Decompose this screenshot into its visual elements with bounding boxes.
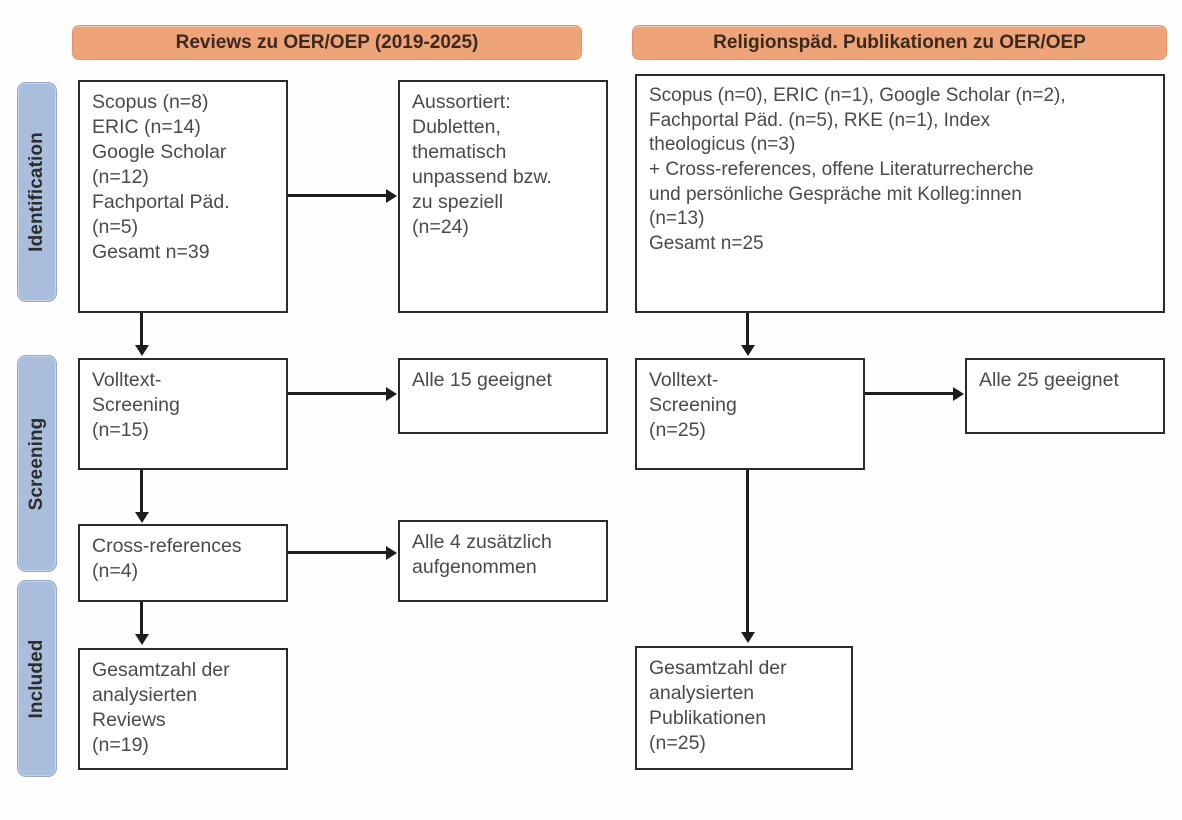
arrow-left-sources-to-fulltext	[134, 345, 149, 356]
box-right-included-total: Gesamtzahl der analysierten Publikatione…	[635, 646, 853, 770]
phase-pill-included: Included	[17, 580, 57, 777]
phase-label-screening: Screening	[26, 417, 47, 510]
box-right-included-total-text: Gesamtzahl der analysierten Publikatione…	[649, 657, 787, 754]
connector-right-fulltext-to-result	[865, 392, 953, 395]
column-banner-religionspaed-label: Religionspäd. Publikationen zu OER/OEP	[713, 31, 1086, 53]
box-left-fulltext-result: Alle 15 geeignet	[398, 358, 608, 434]
box-left-sources-text: Scopus (n=8) ERIC (n=14) Google Scholar …	[92, 91, 230, 263]
box-left-crossrefs-result-text: Alle 4 zusätzlich aufgenommen	[412, 531, 552, 578]
box-left-fulltext-result-text: Alle 15 geeignet	[412, 369, 552, 391]
connector-right-sources-to-fulltext	[746, 313, 749, 347]
arrow-left-crossrefs-to-included	[134, 634, 149, 645]
connector-left-crossrefs-to-included	[140, 602, 143, 636]
box-right-fulltext-result-text: Alle 25 geeignet	[979, 369, 1119, 391]
arrow-left-fulltext-to-result	[386, 386, 397, 401]
column-banner-reviews: Reviews zu OER/OEP (2019-2025)	[72, 25, 582, 60]
arrow-right-fulltext-to-result	[953, 386, 964, 401]
connector-left-fulltext-to-crossrefs	[140, 470, 143, 514]
connector-left-fulltext-to-result	[288, 392, 386, 395]
phase-pill-identification: Identification	[17, 82, 57, 302]
box-right-sources-text: Scopus (n=0), ERIC (n=1), Google Scholar…	[649, 85, 1066, 255]
column-banner-religionspaed: Religionspäd. Publikationen zu OER/OEP	[632, 25, 1167, 60]
arrow-right-sources-to-fulltext	[740, 345, 755, 356]
connector-right-fulltext-to-included	[746, 470, 749, 634]
box-left-crossrefs-text: Cross-references (n=4)	[92, 535, 242, 582]
column-banner-reviews-label: Reviews zu OER/OEP (2019-2025)	[175, 31, 479, 53]
box-right-sources: Scopus (n=0), ERIC (n=1), Google Scholar…	[635, 74, 1165, 313]
phase-pill-screening: Screening	[17, 355, 57, 572]
box-left-sources: Scopus (n=8) ERIC (n=14) Google Scholar …	[78, 80, 288, 313]
arrow-left-sources-to-excluded	[386, 188, 397, 203]
arrow-left-crossrefs-to-result	[386, 545, 397, 560]
box-left-excluded: Aussortiert: Dubletten, thematisch unpas…	[398, 80, 608, 313]
arrow-right-fulltext-to-included	[740, 632, 755, 643]
box-left-excluded-text: Aussortiert: Dubletten, thematisch unpas…	[412, 91, 552, 238]
box-right-fulltext-screening: Volltext- Screening (n=25)	[635, 358, 865, 470]
connector-left-sources-to-fulltext	[140, 313, 143, 347]
box-left-fulltext-screening: Volltext- Screening (n=15)	[78, 358, 288, 470]
connector-left-sources-to-excluded	[288, 194, 386, 197]
arrow-left-fulltext-to-crossrefs	[134, 512, 149, 523]
box-left-fulltext-screening-text: Volltext- Screening (n=15)	[92, 369, 180, 441]
box-left-included-total-text: Gesamtzahl der analysierten Reviews (n=1…	[92, 659, 230, 756]
box-left-included-total: Gesamtzahl der analysierten Reviews (n=1…	[78, 648, 288, 770]
connector-left-crossrefs-to-result	[288, 551, 386, 554]
phase-label-included: Included	[26, 639, 47, 718]
phase-label-identification: Identification	[26, 132, 47, 252]
box-right-fulltext-result: Alle 25 geeignet	[965, 358, 1165, 434]
box-left-crossrefs-result: Alle 4 zusätzlich aufgenommen	[398, 520, 608, 602]
box-left-crossrefs: Cross-references (n=4)	[78, 524, 288, 602]
box-right-fulltext-screening-text: Volltext- Screening (n=25)	[649, 369, 737, 441]
